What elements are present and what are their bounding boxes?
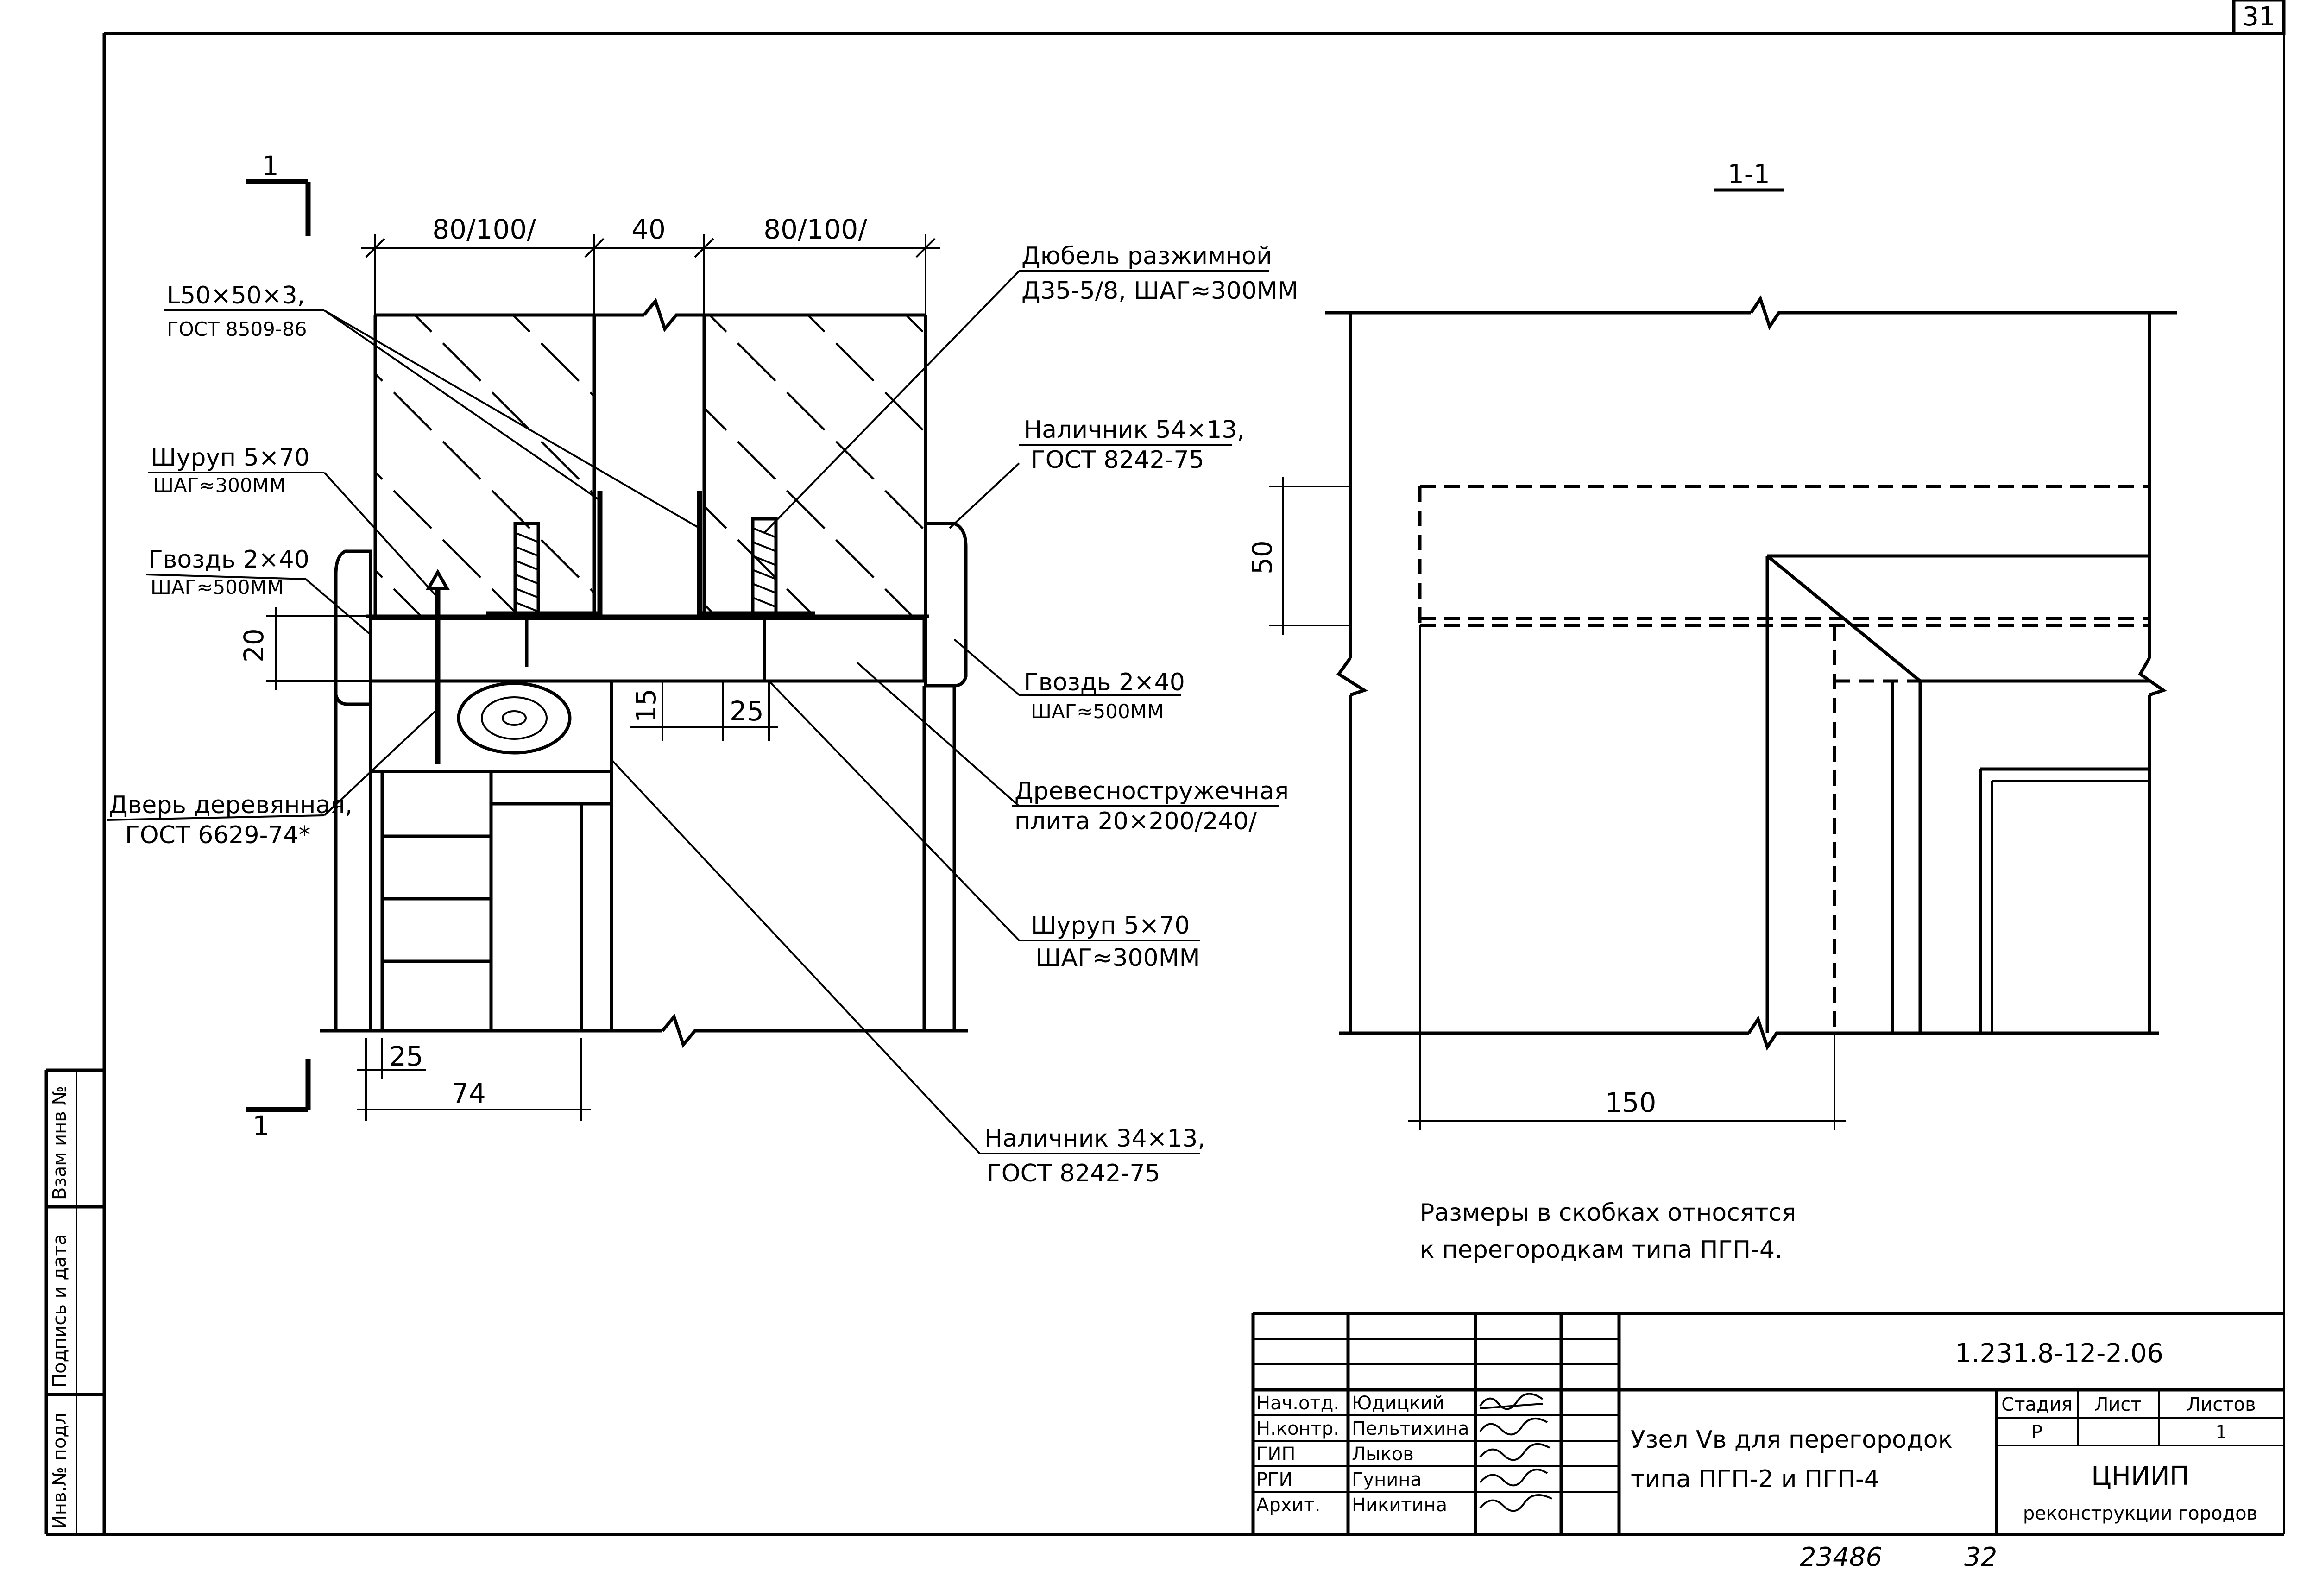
title-block <box>1251 1312 2284 1534</box>
note-line-2: к перегородкам типа ПГП-4. <box>1420 1236 1783 1264</box>
dim-top-left: 80/100/ <box>432 214 536 245</box>
dim-top-middle: 40 <box>631 214 666 245</box>
callout-chipboard: Древесностружечная <box>1015 777 1289 805</box>
signer-role-5: Архит. <box>1256 1495 1320 1516</box>
callout-angle: L50×50×3, <box>167 282 305 309</box>
title-block-sheet-label: Лист <box>2094 1394 2141 1415</box>
callout-dowel: Дюбель разжимной <box>1021 242 1272 270</box>
break-line-top <box>375 297 926 333</box>
section-marker-top <box>246 179 311 236</box>
chipboard-plate <box>369 617 926 683</box>
dim-15-label: 15 <box>630 688 662 723</box>
title-block-code: 1.231.8-12-2.06 <box>1955 1338 2163 1369</box>
title-block-org-line-2: реконструкции городов <box>2023 1503 2257 1524</box>
callout-dowel-spec: Д35-5/8, ШАГ≈300ММ <box>1021 277 1298 305</box>
section-marker-bottom-label: 1 <box>252 1110 270 1142</box>
partition-panel-right <box>702 315 927 616</box>
dim-20 <box>266 607 371 690</box>
callout-nail-1: Гвоздь 2×40 <box>148 546 309 574</box>
callout-nail-2: Гвоздь 2×40 <box>1024 669 1185 696</box>
note-line-1: Размеры в скобках относятся <box>1420 1199 1796 1227</box>
dim-20-label: 20 <box>238 628 270 662</box>
callout-trim-2-std: ГОСТ 8242-75 <box>987 1160 1160 1187</box>
title-block-stage: Р <box>2031 1422 2042 1443</box>
section-title: 1-1 <box>1727 159 1770 189</box>
dim-25-left-label: 25 <box>389 1041 423 1072</box>
signer-role-1: Нач.отд. <box>1256 1393 1339 1414</box>
callout-screw-1-step: ШАГ≈300ММ <box>153 474 286 497</box>
signer-role-4: РГИ <box>1256 1469 1292 1490</box>
screw-left <box>425 568 450 764</box>
signer-name-2: Пельтихина <box>1352 1418 1469 1439</box>
callout-chipboard-spec: плита 20×200/240/ <box>1015 807 1257 835</box>
dim-top-right: 80/100/ <box>763 214 867 245</box>
title-block-org-line-1: ЦНИИП <box>2091 1461 2189 1491</box>
dim-15-25 <box>630 681 778 741</box>
title-block-sheets-label: Листов <box>2187 1394 2256 1415</box>
dim-50-label: 50 <box>1247 540 1278 574</box>
callout-trim-1: Наличник 54×13, <box>1024 416 1245 444</box>
callout-trim-2: Наличник 34×13, <box>984 1125 1205 1153</box>
dim-25-74 <box>357 1038 591 1121</box>
callout-door-std: ГОСТ 6629-74* <box>125 821 311 849</box>
title-block-title-line-1: Узел Ⅴв для перегородок <box>1631 1426 1953 1454</box>
title-block-stage-label: Стадия <box>2001 1394 2072 1415</box>
callout-trim-1-std: ГОСТ 8242-75 <box>1031 446 1204 474</box>
signer-role-2: Н.контр. <box>1256 1418 1339 1439</box>
partition-panel-left <box>373 315 596 616</box>
signatures <box>1479 1393 1552 1512</box>
top-dimension-line <box>361 234 940 317</box>
signer-name-1: Юдицкий <box>1352 1393 1444 1414</box>
dim-74-label: 74 <box>452 1078 486 1109</box>
sheet-number-box <box>2232 0 2286 35</box>
footer-page: 32 <box>1964 1542 1997 1572</box>
sheet-frame <box>102 0 2286 1536</box>
callout-door: Дверь деревянная, <box>109 791 353 819</box>
door-leaf <box>380 770 493 1033</box>
signer-name-4: Гунина <box>1352 1469 1422 1490</box>
signer-name-3: Лыков <box>1352 1444 1414 1465</box>
sheet-number: 31 <box>2242 2 2275 32</box>
dim-25-right-label: 25 <box>730 695 764 727</box>
signer-name-5: Никитина <box>1352 1495 1447 1516</box>
leader-lines <box>305 270 1020 1154</box>
section-1-1-view <box>1269 295 2177 1130</box>
callout-nail-2-step: ШАГ≈500ММ <box>1031 700 1164 723</box>
signer-role-3: ГИП <box>1256 1444 1295 1465</box>
callout-screw-2-step: ШАГ≈300ММ <box>1035 944 1200 972</box>
callout-angle-std: ГОСТ 8509-86 <box>167 318 307 341</box>
footer-number: 23486 <box>1800 1542 1882 1572</box>
callout-screw-2: Шуруп 5×70 <box>1031 912 1190 940</box>
callout-nail-1-step: ШАГ≈500ММ <box>151 576 284 599</box>
opening-lines <box>320 686 968 1048</box>
steel-angle-left <box>486 491 603 617</box>
side-stamp-replaced-inv: Взам инв № <box>49 1086 70 1200</box>
side-stamp-signature-date: Подпись и дата <box>49 1234 70 1388</box>
side-stamp <box>44 1068 104 1536</box>
dowel-left <box>513 522 540 667</box>
title-block-title-line-2: типа ПГП-2 и ПГП-4 <box>1631 1465 1879 1493</box>
section-marker-bottom <box>246 1059 311 1112</box>
dim-150-label: 150 <box>1605 1087 1657 1118</box>
section-marker-top-label: 1 <box>262 150 279 182</box>
side-stamp-original-inv: Инв.№ подл <box>49 1413 70 1529</box>
trim-54x13 <box>924 522 968 688</box>
callout-screw-1: Шуруп 5×70 <box>151 444 310 472</box>
title-block-sheets: 1 <box>2215 1422 2227 1443</box>
